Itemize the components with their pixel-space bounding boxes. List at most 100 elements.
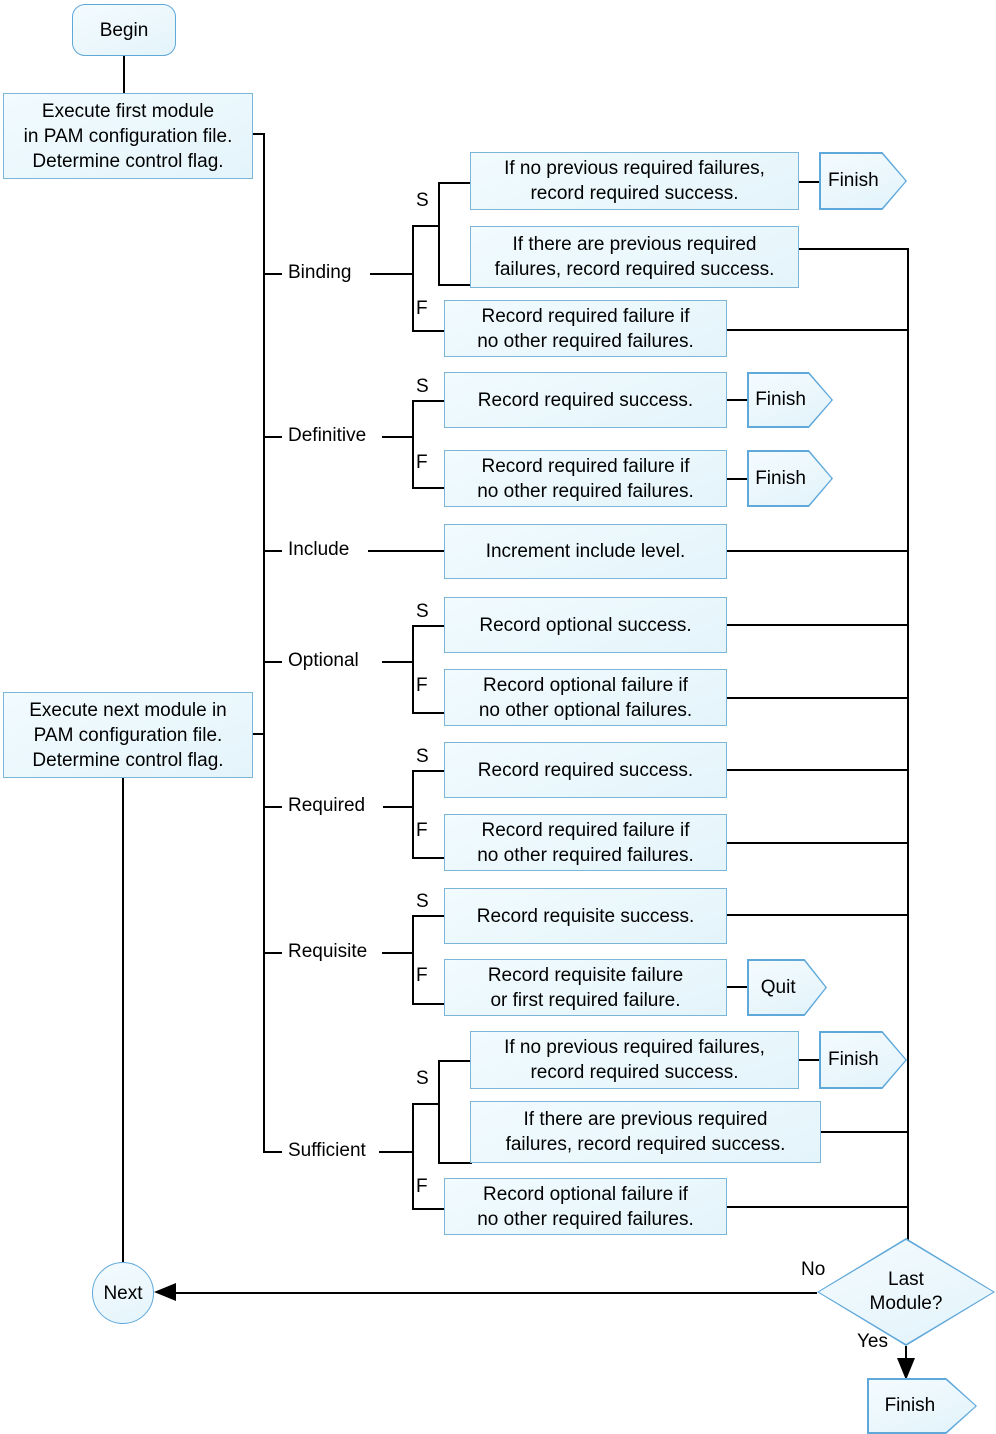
terminal-label: Finish (755, 389, 806, 410)
last-module-decision[interactable]: Last Module? (817, 1238, 995, 1346)
terminal-finish-binding[interactable]: Finish (819, 152, 907, 210)
terminal-finish-definitive-f[interactable]: Finish (747, 450, 833, 507)
line-optional-s-to-collector (727, 624, 909, 626)
branch-label-required-f: F (416, 820, 428, 841)
line-first-module-to-trunk (253, 133, 265, 135)
line-binding-to-split (370, 273, 414, 275)
branch-label-optional-f: F (416, 675, 428, 696)
outcome-box-include[interactable]: Increment include level. (444, 524, 727, 579)
line-binding-f (412, 330, 446, 332)
decision-no-label: No (801, 1259, 826, 1280)
flag-dash-required (265, 806, 282, 808)
branch-label-binding-s: S (416, 190, 429, 211)
line-sufficient-f-to-collector (727, 1206, 909, 1208)
branch-label-required-s: S (416, 746, 429, 767)
subsplit-binding-s (438, 182, 440, 286)
line-decision-no-to-next (170, 1292, 817, 1294)
outcome-box-requisite-s[interactable]: Record requisite success. (444, 888, 727, 944)
flag-label-include: Include (288, 539, 350, 560)
line-required-f-to-collector (727, 842, 909, 844)
branch-label-sufficient-f: F (416, 1176, 428, 1197)
terminal-finish-final[interactable]: Finish (867, 1378, 977, 1434)
line-next-module-to-next-node (122, 778, 124, 1263)
outcome-box-sufficient-s2[interactable]: If there are previous required failures,… (470, 1101, 821, 1163)
outcome-box-optional-s[interactable]: Record optional success. (444, 597, 727, 653)
line-binding-s-stem (412, 225, 440, 227)
line-include-to-box (368, 550, 446, 552)
line-binding-s1 (438, 182, 472, 184)
outcome-box-definitive-f[interactable]: Record required failure if no other requ… (444, 450, 727, 507)
split-binding (412, 225, 414, 332)
line-sufficient-to-split (379, 1151, 414, 1153)
terminal-label: Finish (884, 1395, 936, 1416)
line-requisite-s (412, 915, 446, 917)
flag-label-definitive: Definitive (288, 425, 367, 446)
line-optional-to-split (382, 661, 414, 663)
branch-label-requisite-f: F (416, 965, 428, 986)
line-sufficient-s-stem (412, 1103, 440, 1105)
line-begin-to-first-module (123, 56, 125, 93)
line-definitive-f-to-finish (727, 478, 747, 480)
branch-label-sufficient-s: S (416, 1068, 429, 1089)
arrow-head-to-finish (897, 1358, 915, 1380)
line-definitive-s (412, 400, 446, 402)
flag-label-binding: Binding (288, 262, 352, 283)
decision-yes-label: Yes (857, 1331, 888, 1352)
split-requisite (412, 915, 414, 1005)
outcome-box-binding-s1[interactable]: If no previous required failures, record… (470, 152, 799, 210)
outcome-box-sufficient-s1[interactable]: If no previous required failures, record… (470, 1031, 799, 1089)
outcome-box-sufficient-f[interactable]: Record optional failure if no other requ… (444, 1178, 727, 1235)
execute-next-module-box[interactable]: Execute next module in PAM configuration… (3, 692, 253, 778)
line-required-s (412, 770, 446, 772)
terminal-label: Finish (755, 467, 806, 489)
flag-dash-definitive (265, 436, 282, 438)
line-binding-f-to-collector (727, 329, 909, 331)
line-sufficient-s1 (438, 1060, 472, 1062)
line-optional-s (412, 625, 446, 627)
terminal-finish-sufficient[interactable]: Finish (819, 1031, 907, 1089)
execute-first-module-box[interactable]: Execute first module in PAM configuratio… (3, 93, 253, 179)
outcome-box-required-s[interactable]: Record required success. (444, 742, 727, 798)
terminal-finish-definitive-s[interactable]: Finish (747, 372, 833, 428)
terminal-quit-requisite[interactable]: Quit (747, 959, 827, 1016)
main-trunk-line (263, 133, 265, 1153)
line-sufficient-s2-to-collector (821, 1131, 909, 1133)
decision-label: Last Module? (869, 1269, 943, 1314)
line-required-to-split (383, 806, 414, 808)
arrow-head-to-next (154, 1283, 176, 1301)
split-optional (412, 625, 414, 714)
next-node[interactable]: Next (92, 1262, 154, 1324)
subsplit-sufficient-s (438, 1060, 440, 1164)
flag-dash-binding (265, 273, 282, 275)
split-sufficient (412, 1103, 414, 1210)
line-optional-f-to-collector (727, 697, 909, 699)
flag-dash-optional (265, 661, 282, 663)
line-binding-s2-to-collector (799, 248, 909, 250)
line-required-s-to-collector (727, 769, 909, 771)
line-optional-f (412, 712, 446, 714)
begin-terminal[interactable]: Begin (72, 4, 176, 56)
flag-label-required: Required (288, 795, 366, 816)
outcome-box-requisite-f[interactable]: Record requisite failure or first requir… (444, 959, 727, 1016)
terminal-label: Quit (760, 976, 796, 998)
outcome-box-optional-f[interactable]: Record optional failure if no other opti… (444, 669, 727, 726)
outcome-box-binding-f[interactable]: Record required failure if no other requ… (444, 300, 727, 357)
split-required (412, 770, 414, 859)
outcome-box-required-f[interactable]: Record required failure if no other requ… (444, 814, 727, 871)
flag-label-requisite: Requisite (288, 941, 368, 962)
branch-label-definitive-s: S (416, 376, 429, 397)
branch-label-binding-f: F (416, 298, 428, 319)
flag-dash-sufficient (265, 1151, 282, 1153)
branch-label-definitive-f: F (416, 452, 428, 473)
line-sufficient-s2 (438, 1162, 472, 1164)
line-binding-s1-to-finish (799, 181, 819, 183)
outcome-box-binding-s2[interactable]: If there are previous required failures,… (470, 226, 799, 288)
line-definitive-s-to-finish (727, 399, 747, 401)
terminal-label: Finish (827, 1049, 879, 1070)
right-collector-line (907, 248, 909, 1261)
line-requisite-s-to-collector (727, 914, 909, 916)
line-definitive-to-split (382, 436, 414, 438)
outcome-box-definitive-s[interactable]: Record required success. (444, 372, 727, 428)
split-definitive (412, 400, 414, 489)
